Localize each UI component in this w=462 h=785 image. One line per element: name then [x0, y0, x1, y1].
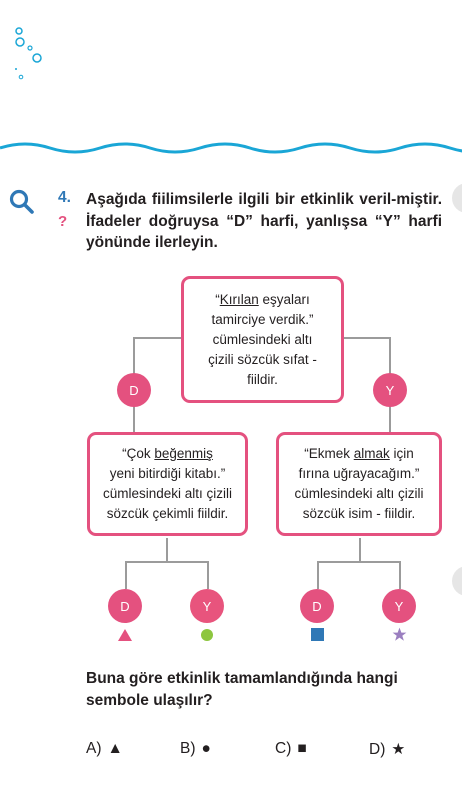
connector [342, 337, 391, 339]
d-circle: D [117, 373, 151, 407]
page-edge-tab [452, 566, 462, 596]
wave-divider [0, 142, 462, 154]
question-icon: ? [58, 213, 68, 230]
connector [317, 561, 401, 563]
connector [359, 538, 361, 562]
option-a[interactable]: A)▲ [86, 740, 123, 757]
circle-symbol-icon [201, 629, 213, 641]
bottom-question: Buna göre etkinlik tamamlandığında hangi… [86, 670, 398, 709]
page-edge-tab [452, 183, 462, 213]
triangle-symbol-icon [118, 629, 132, 641]
square-icon: ■ [297, 740, 307, 757]
connector [125, 561, 127, 589]
statement-box-left: “Çok beğenmiş yeni bitirdiği kitabı.” cü… [87, 432, 248, 536]
connector [125, 561, 209, 563]
option-b[interactable]: B)● [180, 740, 211, 757]
question-number: 4. [58, 189, 71, 206]
y-circle: Y [382, 589, 416, 623]
connector [207, 561, 209, 589]
statement-box-top: “Kırılan eşyaları tamirciye verdik.” cüm… [181, 276, 344, 403]
d-circle: D [108, 589, 142, 623]
connector [166, 538, 168, 562]
circle-icon: ● [201, 740, 211, 757]
statement-box-right: “Ekmek almak için fırına uğrayacağım.” c… [276, 432, 442, 536]
connector [133, 337, 135, 374]
question-text: Aşağıda fiilimsilerle ilgili bir etkinli… [86, 191, 442, 251]
y-circle: Y [373, 373, 407, 407]
option-c[interactable]: C)■ [275, 740, 307, 757]
star-icon: ★ [391, 741, 406, 758]
connector [399, 561, 401, 589]
y-circle: Y [190, 589, 224, 623]
magnifier-icon [9, 189, 34, 214]
connector [389, 337, 391, 374]
star-symbol-icon [392, 627, 407, 641]
connector [389, 406, 391, 432]
connector [133, 337, 183, 339]
bubbles-decoration [15, 27, 42, 80]
option-d[interactable]: D)★ [369, 740, 406, 759]
d-circle: D [300, 589, 334, 623]
connector [317, 561, 319, 589]
connector [133, 406, 135, 432]
square-symbol-icon [311, 628, 324, 641]
triangle-icon: ▲ [107, 740, 123, 757]
